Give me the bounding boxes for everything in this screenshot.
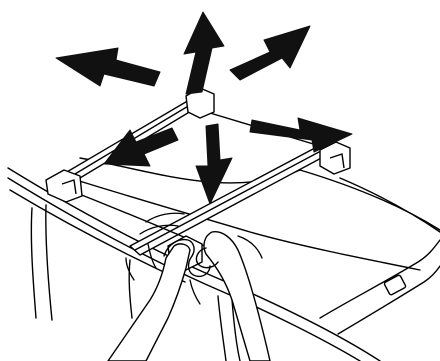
rear-window-inner bbox=[338, 266, 440, 334]
motion-mark-6 bbox=[190, 280, 200, 304]
door-line-left-1 bbox=[31, 208, 36, 318]
roof-rack bbox=[46, 88, 350, 270]
rear-window-lower bbox=[320, 240, 440, 318]
rack-crossbar-front-line bbox=[135, 144, 334, 250]
arrow-left bbox=[56, 48, 160, 86]
door-line-mid-2 bbox=[218, 296, 226, 361]
rack-foot-rear-left bbox=[46, 170, 82, 202]
motion-mark-3 bbox=[238, 236, 262, 258]
arrow-up bbox=[184, 12, 224, 94]
arrow-down bbox=[196, 124, 232, 204]
door-line-mid-1 bbox=[129, 260, 132, 318]
hands bbox=[108, 232, 270, 361]
arrow-up-right bbox=[230, 26, 310, 80]
rear-window-frame bbox=[340, 178, 440, 232]
rear-window-outer bbox=[300, 170, 440, 230]
rear-glass-sensor bbox=[384, 275, 406, 296]
door-line-left-2 bbox=[46, 205, 52, 320]
left-arm bbox=[108, 244, 190, 361]
